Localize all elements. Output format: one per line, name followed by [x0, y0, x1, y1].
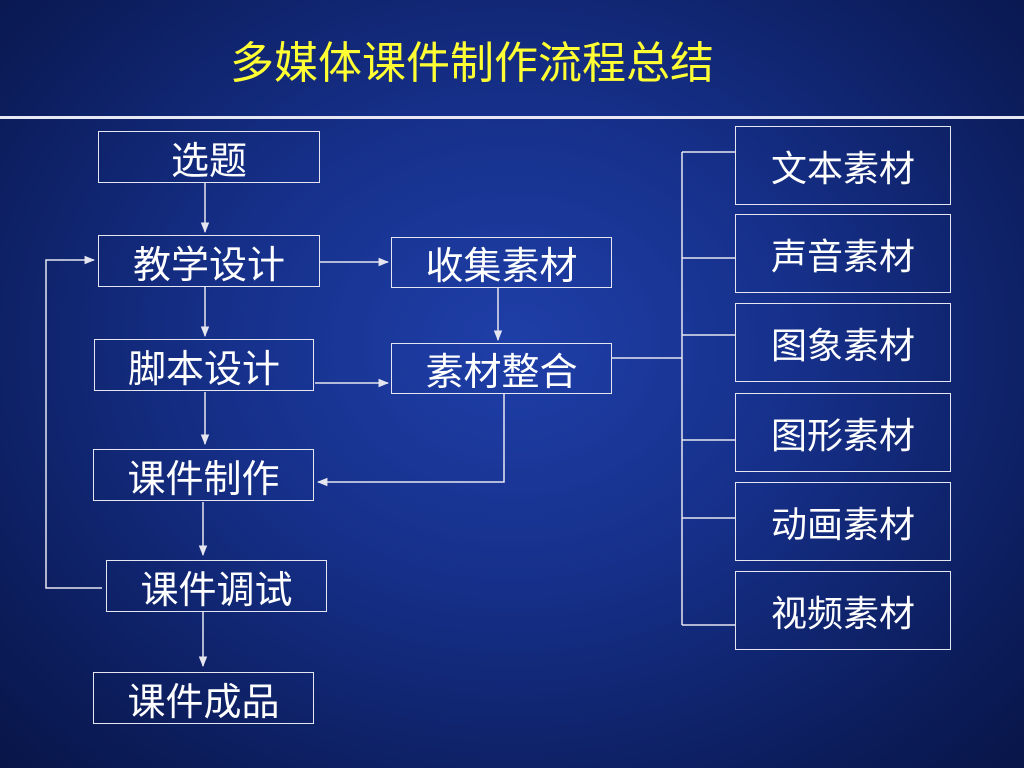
- flow-box-integrate-materials: 素材整合: [391, 343, 612, 394]
- flow-box-collect-materials: 收集素材: [391, 237, 612, 288]
- title-divider: [0, 116, 1024, 119]
- flow-box-topic: 选题: [98, 131, 320, 183]
- flow-box-instructional-design: 教学设计: [98, 235, 320, 287]
- material-box-animation: 动画素材: [735, 482, 951, 561]
- flow-box-courseware-debug: 课件调试: [106, 560, 327, 612]
- material-box-image: 图象素材: [735, 303, 951, 382]
- arrow-integrate-production: [316, 394, 505, 487]
- material-box-audio: 声音素材: [735, 214, 951, 293]
- page-title: 多媒体课件制作流程总结: [230, 38, 714, 89]
- material-box-graphics: 图形素材: [735, 393, 951, 472]
- flow-box-courseware-product: 课件成品: [93, 672, 314, 724]
- material-box-text: 文本素材: [735, 126, 951, 205]
- material-box-video: 视频素材: [735, 571, 951, 650]
- arrow-feedback-loop: [45, 255, 102, 589]
- flow-box-courseware-production: 课件制作: [93, 449, 314, 501]
- flow-box-script-design: 脚本设计: [94, 339, 314, 391]
